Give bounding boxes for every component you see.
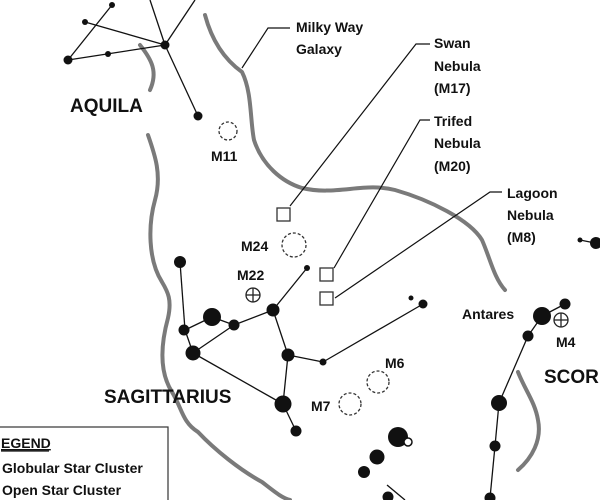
aquila-label: AQUILA [70, 96, 143, 117]
star [304, 265, 310, 271]
star [63, 55, 73, 65]
star [484, 492, 496, 500]
star [290, 425, 302, 437]
star [522, 330, 534, 342]
m11-open-cluster [218, 121, 238, 141]
star [369, 449, 385, 465]
star [388, 427, 408, 447]
swan-nebula-square [276, 207, 291, 222]
m11-label: M11 [211, 148, 238, 164]
m4-label: M4 [556, 334, 576, 350]
star [358, 466, 370, 478]
star [109, 2, 115, 8]
leader-lines [241, 27, 502, 299]
sagittarius-label: SAGITTARIUS [104, 387, 231, 408]
legend-globular: Globular Star Cluster [2, 460, 143, 476]
svg-text:Nebula: Nebula [434, 135, 481, 151]
m7-label: M7 [311, 398, 331, 414]
svg-text:Galaxy: Galaxy [296, 41, 342, 57]
trifed-nebula-annotation: Trifed Nebula (M20) [434, 113, 481, 174]
open-clusters [218, 121, 390, 416]
svg-text:Nebula: Nebula [434, 58, 481, 74]
m6-open-cluster [366, 370, 390, 394]
m22-globular-cluster [245, 287, 261, 303]
star [228, 319, 240, 331]
globular-clusters [245, 287, 569, 328]
star [203, 308, 221, 326]
lagoon-nebula-square [319, 291, 334, 306]
legend-box [0, 426, 169, 500]
m24-label: M24 [241, 238, 268, 254]
svg-text:Trifed: Trifed [434, 113, 472, 129]
legend: EGEND Globular Star Cluster Open Star Cl… [0, 426, 169, 500]
star [160, 40, 170, 50]
lagoon-nebula-annotation: Lagoon Nebula (M8) [507, 185, 558, 245]
svg-text:Nebula: Nebula [507, 207, 554, 223]
star [577, 237, 583, 243]
stars [63, 2, 600, 500]
star [174, 256, 186, 268]
star-antares [533, 307, 551, 325]
svg-text:Milky Way: Milky Way [296, 19, 363, 35]
trifed-nebula-square [319, 267, 334, 282]
star [408, 295, 414, 301]
star [274, 395, 292, 413]
star [82, 19, 88, 25]
svg-text:(M20): (M20) [434, 158, 471, 174]
star [185, 345, 201, 361]
svg-text:Lagoon: Lagoon [507, 185, 558, 201]
star [105, 51, 111, 57]
legend-open: Open Star Cluster [2, 482, 122, 498]
star [193, 111, 203, 121]
star [403, 437, 413, 447]
star [266, 303, 280, 317]
m7-open-cluster [338, 392, 362, 416]
m24-open-cluster [281, 232, 307, 258]
m22-label: M22 [237, 267, 264, 283]
star [418, 299, 428, 309]
star [382, 491, 394, 500]
svg-text:(M17): (M17) [434, 80, 471, 96]
constellation-lines [67, 0, 596, 500]
m6-label: M6 [385, 355, 405, 371]
nebula-markers [276, 207, 334, 306]
star [491, 395, 507, 411]
star [178, 324, 190, 336]
svg-text:Swan: Swan [434, 35, 471, 51]
legend-title: EGEND [1, 435, 51, 451]
star [281, 348, 295, 362]
scorpius-label: SCOR [544, 367, 599, 388]
milky-way-annotation: Milky Way Galaxy [296, 19, 363, 57]
star [319, 358, 327, 366]
star [559, 298, 571, 310]
m4-globular-cluster [553, 312, 569, 328]
star [590, 237, 600, 249]
swan-nebula-annotation: Swan Nebula (M17) [434, 35, 481, 96]
antares-label: Antares [462, 306, 514, 322]
svg-text:(M8): (M8) [507, 229, 536, 245]
star [489, 440, 501, 452]
